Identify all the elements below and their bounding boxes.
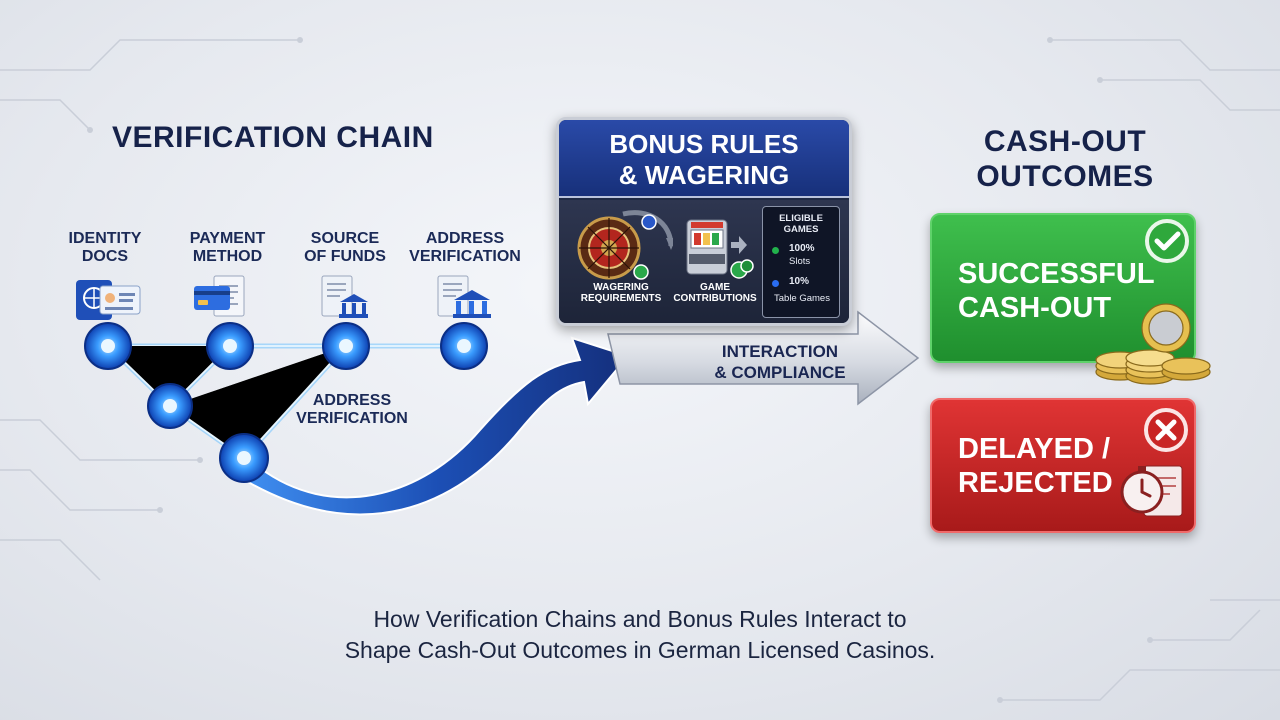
big-flow-arrow bbox=[246, 336, 630, 516]
table-games-label: Table Games bbox=[774, 293, 830, 304]
close-icon bbox=[1144, 408, 1188, 452]
eligible-games-title: ELIGIBLE GAMES bbox=[779, 213, 823, 235]
wagering-requirements-label: WAGERING REQUIREMENTS bbox=[580, 282, 662, 304]
id-card-icon bbox=[76, 280, 141, 320]
diagram-caption: How Verification Chains and Bonus Rules … bbox=[344, 606, 936, 663]
slots-percentage: 100% bbox=[789, 243, 815, 254]
checkmark-icon bbox=[1145, 219, 1189, 263]
slot-machine-icon bbox=[686, 219, 754, 279]
address-document-icon bbox=[437, 275, 491, 318]
slots-label: Slots bbox=[789, 256, 811, 267]
game-contributions-label: GAME CONTRIBUTIONS bbox=[673, 282, 757, 304]
stopwatch-document-icon bbox=[1120, 465, 1183, 517]
bonus-rules-body: WAGERING REQUIREMENTS GAME CONTRIBUTIONS… bbox=[559, 200, 849, 323]
step-label-address-verification: ADDRESS VERIFICATION bbox=[409, 230, 521, 265]
bank-document-icon bbox=[321, 275, 368, 318]
step-label-source-of-funds: SOURCE OF FUNDS bbox=[304, 230, 386, 265]
table-games-percentage: 10% bbox=[789, 276, 810, 287]
verification-chain-title: VERIFICATION CHAIN bbox=[112, 121, 434, 154]
interaction-arrow bbox=[607, 310, 920, 406]
interaction-compliance-label: INTERACTION & COMPLIANCE bbox=[714, 342, 846, 382]
eligible-games-box: ELIGIBLE GAMES 100% Slots 10% Table Game… bbox=[762, 206, 840, 318]
bonus-rules-title: BONUS RULES & WAGERING bbox=[559, 120, 849, 198]
credit-card-icon bbox=[194, 275, 245, 317]
roulette-wheel-icon bbox=[577, 210, 673, 280]
slots-dot-icon bbox=[772, 247, 779, 254]
lower-label-address-verification: ADDRESS VERIFICATION bbox=[296, 392, 408, 427]
step-label-payment-method: PAYMENT METHOD bbox=[189, 230, 266, 265]
step-label-identity-docs: IDENTITY DOCS bbox=[68, 230, 142, 265]
coins-icon bbox=[1095, 303, 1211, 385]
cash-out-outcomes-title: CASH-OUT OUTCOMES bbox=[976, 125, 1154, 193]
bonus-rules-panel: BONUS RULES & WAGERING WAGERING REQUIREM… bbox=[556, 117, 852, 326]
table-games-dot-icon bbox=[772, 280, 779, 287]
